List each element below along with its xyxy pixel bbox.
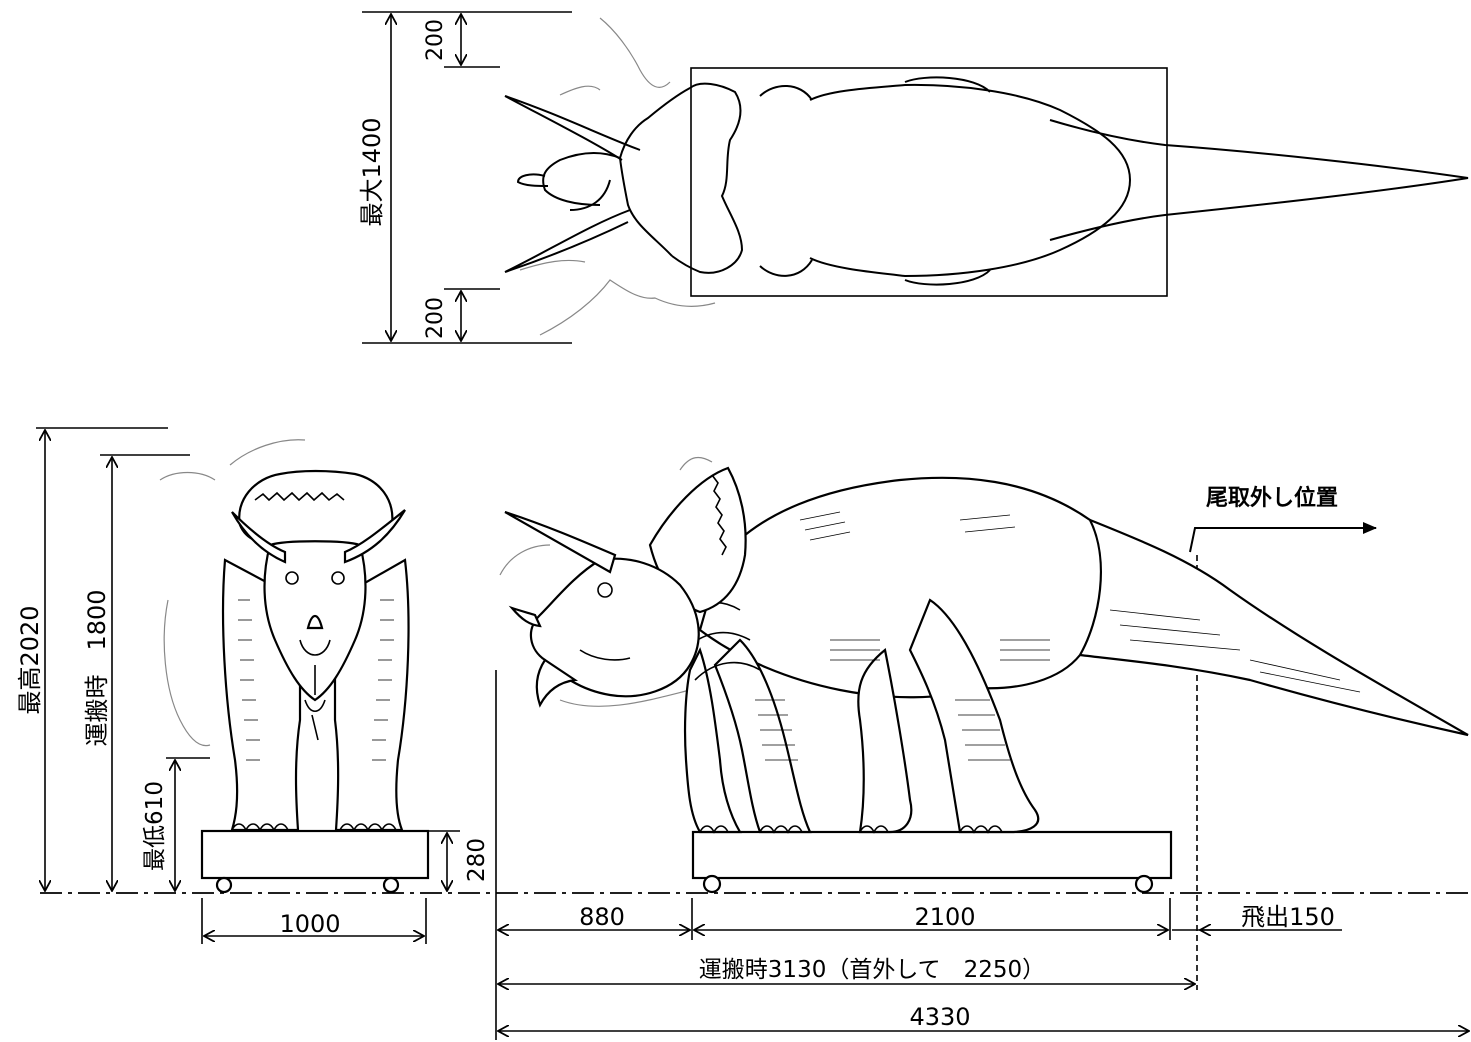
triceratops-top-silhouette bbox=[504, 17, 1469, 336]
max-width-label: 最大1400 bbox=[358, 117, 386, 226]
side-view: 尾取外し位置 880 2100 飛出150 運搬時3130（首外して 2250）… bbox=[495, 456, 1469, 1040]
front-base-platform bbox=[200, 829, 430, 880]
triceratops-front-illustration bbox=[159, 439, 410, 832]
lower-margin-label: 200 bbox=[423, 297, 448, 339]
side-wheel-left bbox=[702, 874, 722, 894]
front-offset-label: 880 bbox=[579, 903, 625, 931]
base-height-label: 280 bbox=[464, 838, 490, 882]
front-wheel-left bbox=[215, 876, 233, 894]
total-length-label: 4330 bbox=[909, 1003, 970, 1031]
max-height-label: 最高2020 bbox=[16, 605, 44, 714]
triceratops-side-illustration bbox=[499, 456, 1469, 834]
tail-removal-label: 尾取外し位置 bbox=[1206, 485, 1338, 511]
tail-removal-pointer bbox=[1189, 522, 1377, 553]
transport-height-label: 運搬時 1800 bbox=[83, 589, 111, 746]
min-height-label: 最低610 bbox=[142, 781, 168, 871]
front-width-label: 1000 bbox=[279, 910, 340, 938]
front-view: 最高2020 運搬時 1800 最低610 280 1000 bbox=[16, 427, 1471, 944]
transport-length-label: 運搬時3130（首外して 2250） bbox=[699, 957, 1045, 983]
side-base-platform bbox=[691, 830, 1173, 880]
protrusion-label: 飛出150 bbox=[1241, 903, 1335, 931]
top-view-bounding-box bbox=[690, 67, 1168, 297]
front-wheel-right bbox=[382, 876, 400, 894]
top-view: 最大1400 200 200 bbox=[358, 11, 1469, 344]
upper-margin-label: 200 bbox=[423, 19, 448, 61]
side-wheel-right bbox=[1134, 874, 1154, 894]
base-length-label: 2100 bbox=[914, 903, 975, 931]
